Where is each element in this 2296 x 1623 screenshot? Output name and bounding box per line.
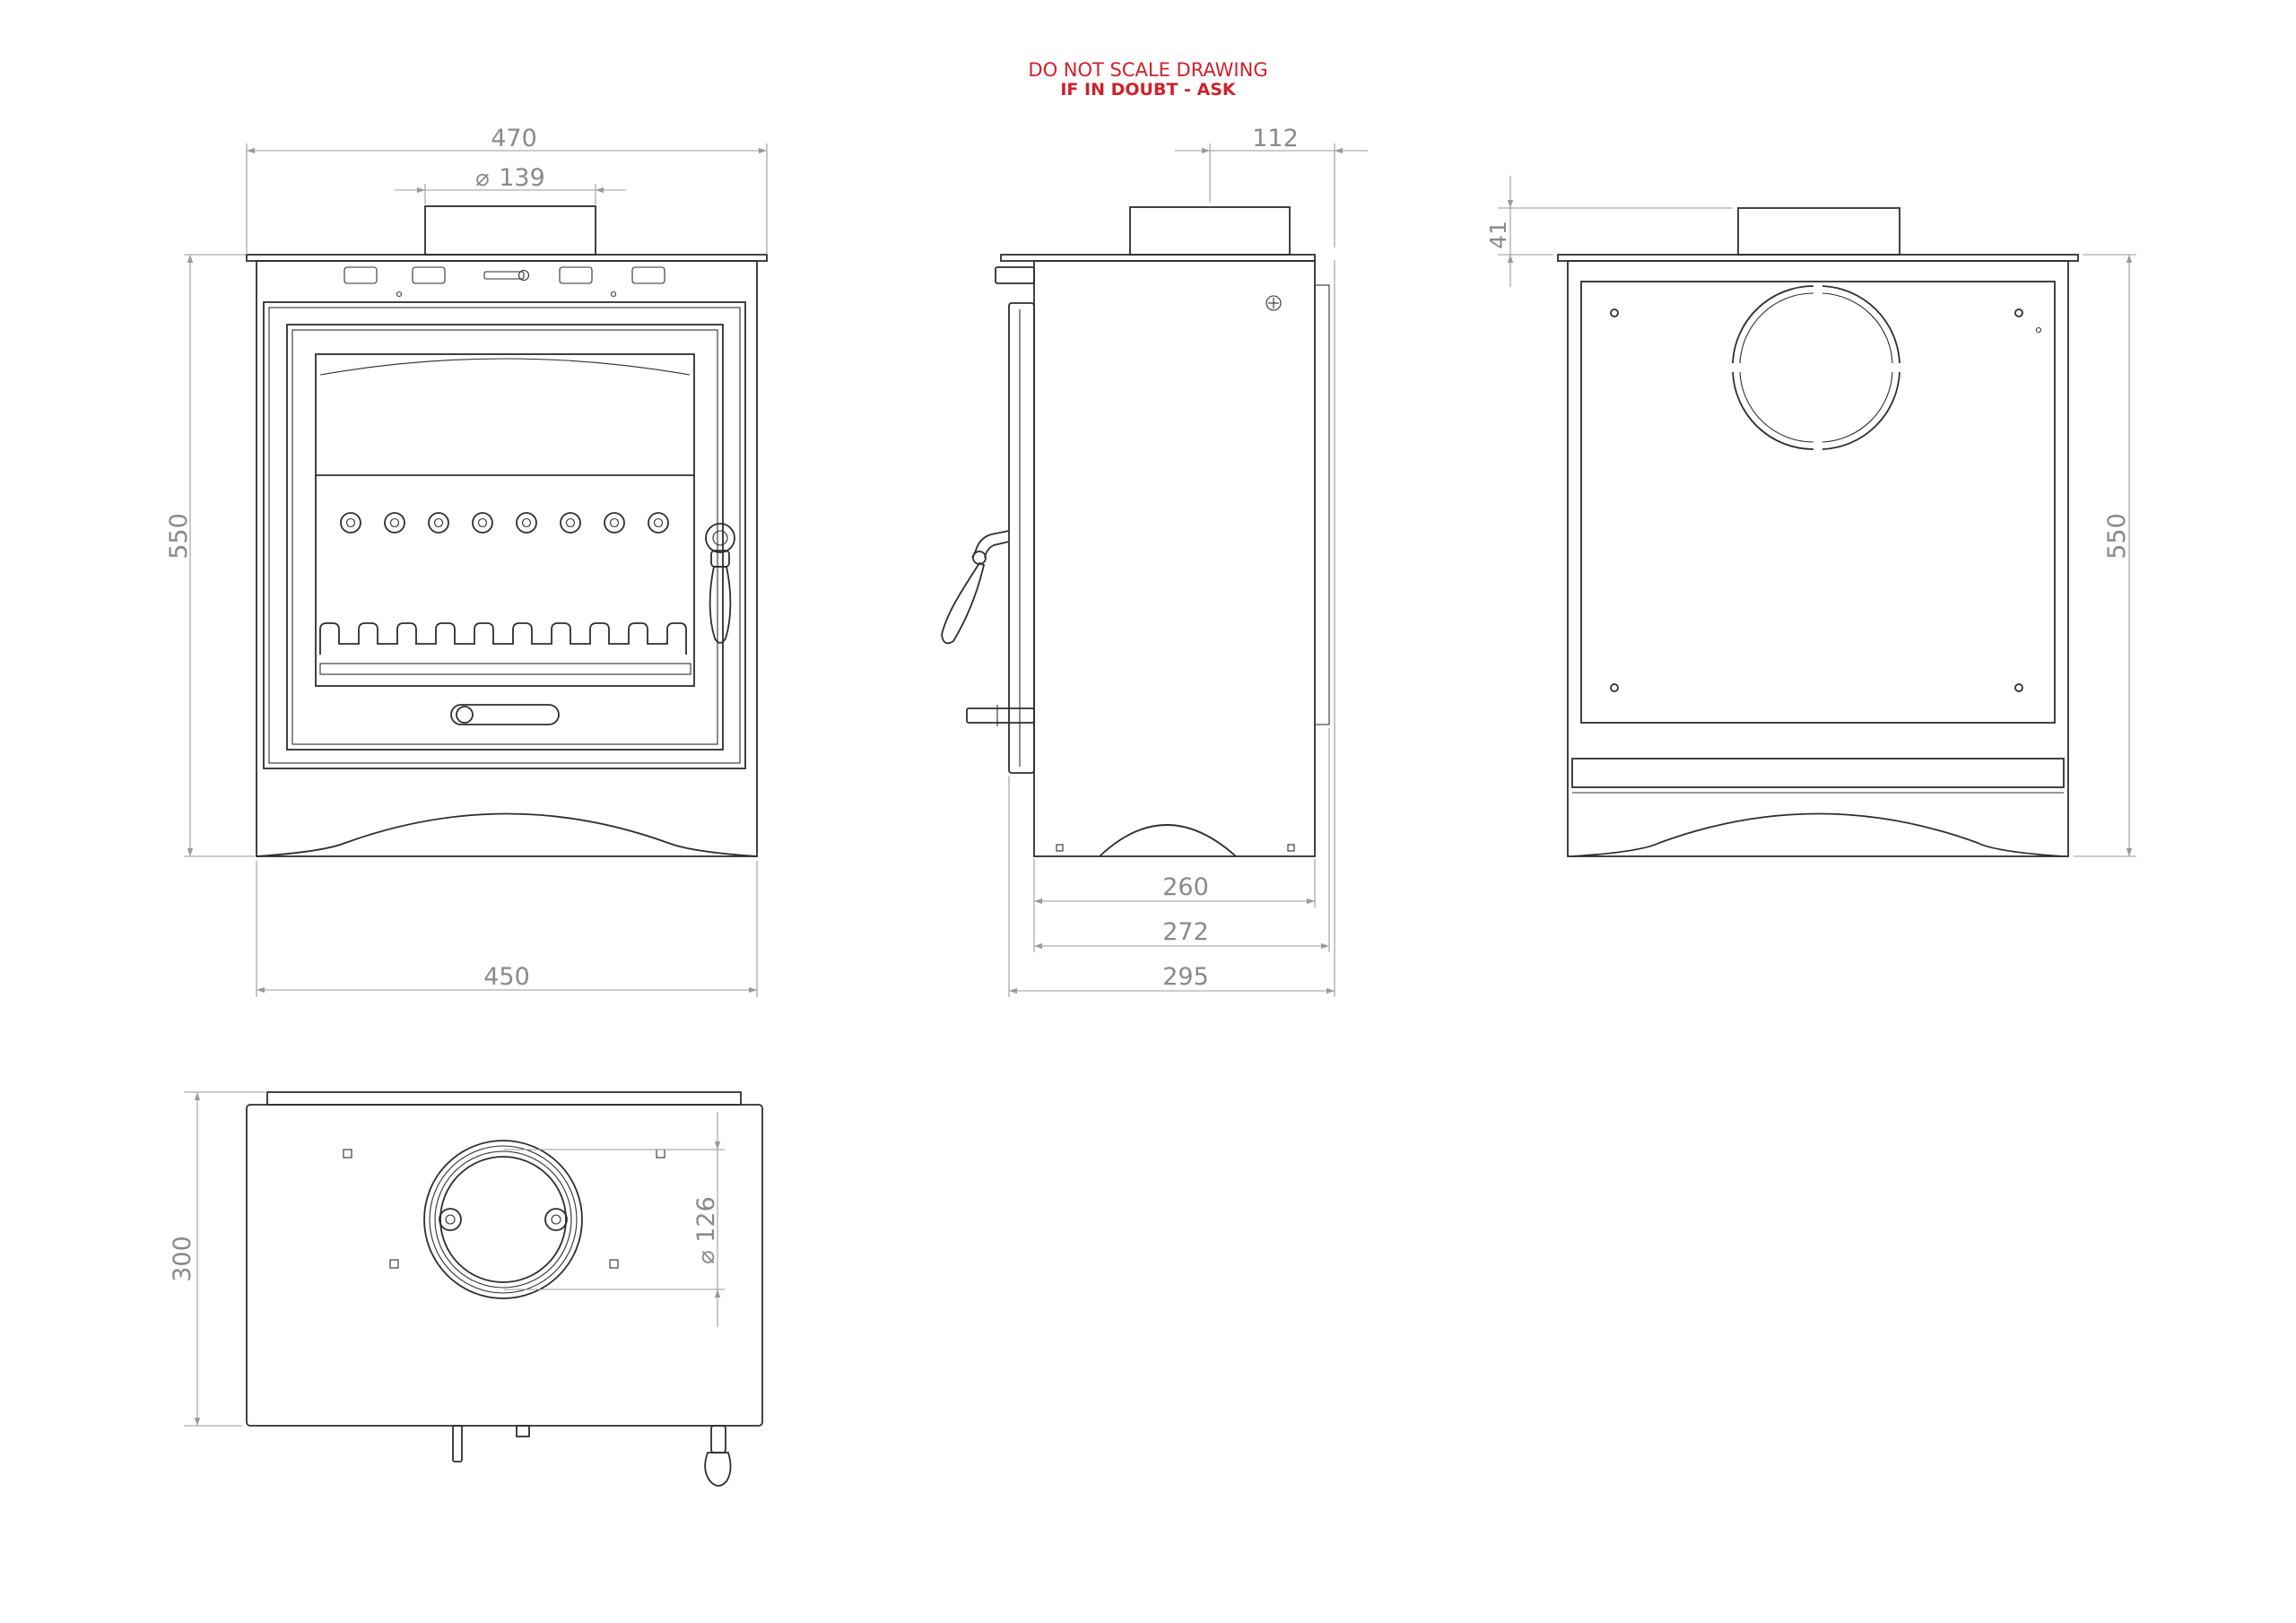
stove-body (256, 260, 758, 857)
dim-front-top-width: 470 (491, 125, 537, 152)
side-plinth-arch (1099, 824, 1237, 857)
plan-top-plate-edge (266, 1091, 742, 1106)
side-body (1033, 260, 1316, 857)
door-frame (263, 301, 746, 769)
door-panel (286, 324, 724, 751)
side-screw (1265, 295, 1282, 311)
plan-view (246, 1091, 763, 1487)
plan-view-dimensions: 300 ⌀ 126 (169, 1091, 725, 1427)
side-top-plate (1000, 254, 1316, 262)
plan-spigot-mid (516, 1425, 530, 1437)
side-door-handle (941, 530, 1010, 645)
rear-knockout-outlet (1732, 285, 1900, 450)
dim-flue-collar-diameter: 139 (499, 164, 545, 192)
side-view-dimensions: 112 260 272 295 (1008, 125, 1368, 997)
plan-spigot-left (452, 1425, 463, 1462)
rear-view-dimensions: 41 550 (1485, 176, 2136, 857)
warning-text-line1: DO NOT SCALE DRAWING (1028, 59, 1268, 81)
side-door-edge (1008, 302, 1035, 774)
dim-side-depth-with-door: 272 (1162, 918, 1209, 946)
side-spigot-top (995, 266, 1035, 284)
front-view (246, 205, 768, 857)
top-plate (246, 254, 768, 262)
air-vent-slots (344, 266, 665, 298)
rear-panel (1580, 281, 2056, 724)
airwash-holes (340, 512, 669, 534)
dim-plan-depth: 300 (169, 1236, 196, 1282)
log-retainer (319, 622, 687, 655)
dim-plan-diameter-symbol: ⌀ (693, 1250, 720, 1264)
rear-base-rail (1571, 758, 2065, 788)
door-handle (705, 523, 735, 644)
dim-front-base-width: 450 (483, 963, 530, 991)
side-spigot-bottom (966, 707, 1035, 724)
rear-body (1567, 260, 2069, 857)
rear-boss (1314, 284, 1330, 725)
plan-door-handle (704, 1425, 732, 1487)
plinth-arch (256, 812, 758, 857)
plan-body (246, 1104, 763, 1427)
dim-front-height: 550 (165, 513, 193, 560)
flue-collar (424, 205, 596, 256)
rear-fixing-holes (1610, 308, 2042, 692)
dim-rear-height: 550 (2103, 513, 2131, 560)
rear-view (1557, 207, 2079, 857)
front-view-dimensions: 470 ⌀ 139 550 450 (165, 125, 768, 997)
plan-flue-outlet (423, 1140, 583, 1299)
rear-top-plate (1557, 254, 2079, 262)
plan-fixing-holes (343, 1149, 665, 1269)
glass-window (315, 353, 695, 687)
warning-text-line2: IF IN DOUBT - ASK (1060, 80, 1236, 100)
riddling-slide (450, 704, 560, 725)
rear-plinth-arch (1572, 812, 2064, 857)
dim-diameter-symbol: ⌀ (475, 165, 490, 192)
dim-side-depth-overall: 295 (1162, 963, 1209, 991)
rear-flue-collar (1737, 207, 1900, 256)
dim-side-flue-offset: 112 (1252, 125, 1299, 152)
side-view (941, 206, 1330, 857)
dim-side-depth-body: 260 (1162, 873, 1209, 901)
side-flue-collar (1129, 206, 1291, 256)
dim-rear-collar-height: 41 (1485, 221, 1511, 249)
dim-plan-outlet-diameter: 126 (692, 1196, 720, 1243)
